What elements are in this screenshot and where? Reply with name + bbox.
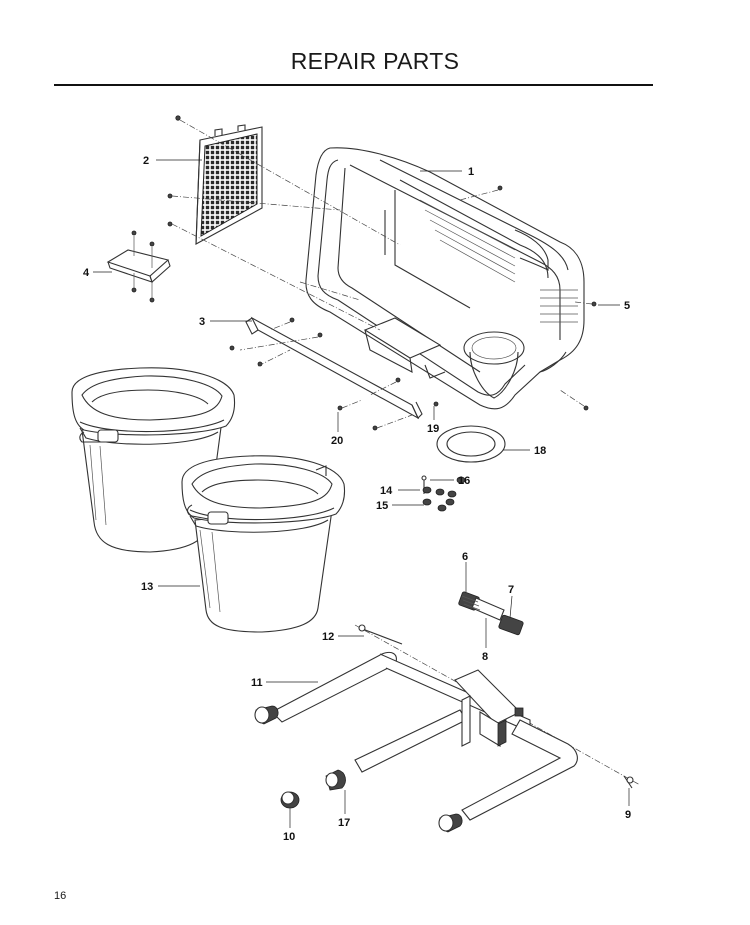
part-label-9: 9 <box>625 809 631 821</box>
part-label-4: 4 <box>83 267 90 279</box>
page-title: REPAIR PARTS <box>290 48 460 74</box>
part-label-3: 3 <box>199 316 205 328</box>
bucket-front <box>181 455 346 633</box>
ring-washer <box>436 425 506 463</box>
part-labels: 1 2 3 4 5 6 7 8 9 10 11 12 13 14 15 16 1… <box>83 155 631 843</box>
axle-pins <box>458 591 524 636</box>
part-label-2: 2 <box>143 155 149 167</box>
screen-grille <box>195 124 263 245</box>
part-label-6: 6 <box>462 551 468 563</box>
end-caps <box>254 705 634 833</box>
stand-frame <box>271 651 578 821</box>
part-label-1: 1 <box>468 166 474 178</box>
part-label-20: 20 <box>331 435 343 447</box>
housing-hopper <box>305 147 585 410</box>
part-label-8: 8 <box>482 651 488 663</box>
part-label-19: 19 <box>427 423 439 435</box>
part-label-13: 13 <box>141 581 153 593</box>
part-label-5: 5 <box>624 300 630 312</box>
bracket-plate <box>106 230 171 303</box>
part-label-7: 7 <box>508 584 514 596</box>
part-label-12: 12 <box>322 631 334 643</box>
bucket-rear <box>71 367 236 553</box>
part-label-14: 14 <box>380 485 393 497</box>
support-bar <box>245 316 423 420</box>
part-label-11: 11 <box>251 677 263 689</box>
nuts-and-washers <box>421 475 466 512</box>
part-label-16: 16 <box>458 475 470 487</box>
page-number: 16 <box>54 890 67 902</box>
long-bolt <box>358 624 403 645</box>
title-rule <box>54 84 653 86</box>
leader-lines <box>93 159 630 828</box>
assembly-lines <box>171 119 641 786</box>
part-label-17: 17 <box>338 817 350 829</box>
part-label-18: 18 <box>534 445 546 457</box>
part-label-10: 10 <box>283 831 295 843</box>
part-label-15: 15 <box>376 500 388 512</box>
